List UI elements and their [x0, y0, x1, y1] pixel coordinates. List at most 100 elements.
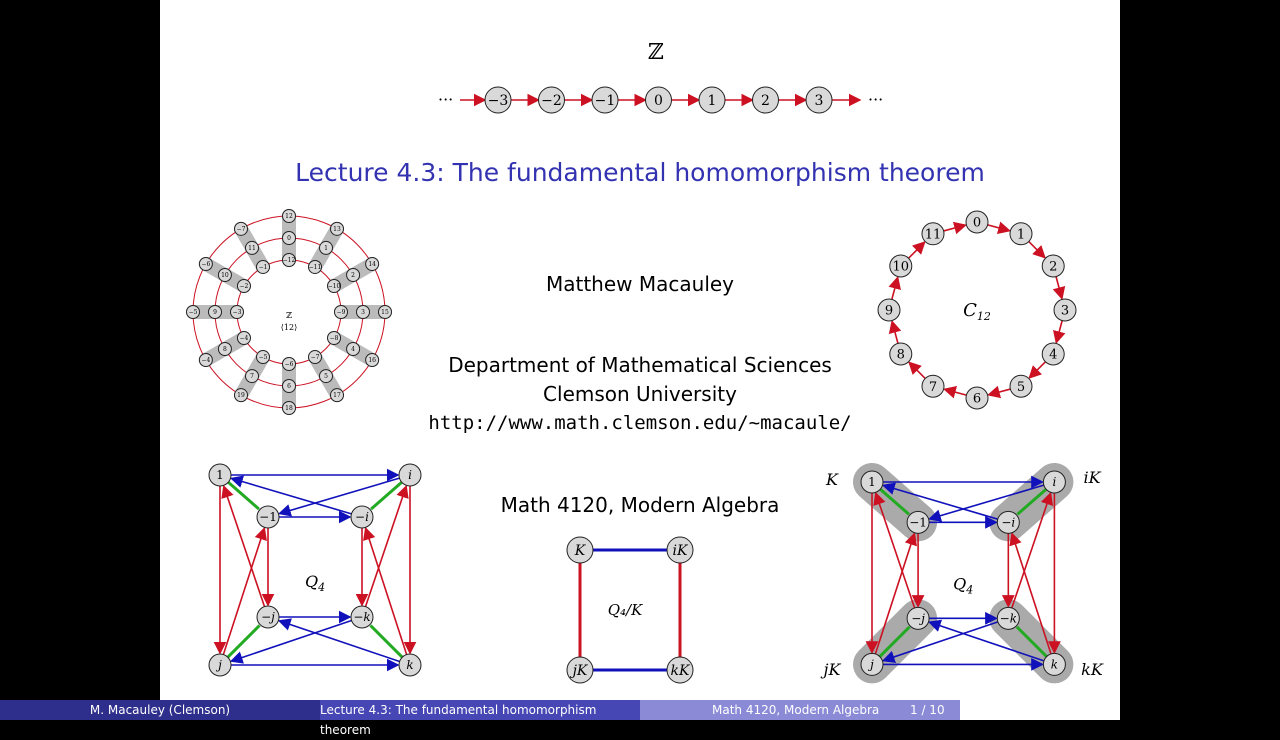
svg-text:−7: −7: [237, 226, 246, 233]
q4-node: −1: [906, 510, 930, 534]
svg-text:0: 0: [654, 93, 663, 109]
zq-node: 5: [319, 369, 333, 384]
zq-node: 9: [208, 305, 222, 319]
edge: [1011, 491, 1054, 609]
svg-text:−k: −k: [1000, 612, 1017, 626]
zq-node: −6: [198, 257, 213, 271]
edge: [873, 491, 916, 609]
svg-text:−1: −1: [259, 510, 277, 524]
footer-course: Math 4120, Modern Algebra: [712, 703, 880, 717]
zq-node: 12: [282, 209, 296, 223]
edge: [1053, 320, 1066, 344]
svg-text:2: 2: [351, 272, 355, 279]
coset-label: kK: [1081, 660, 1104, 679]
c12-node: 7: [921, 374, 945, 398]
c12-label: C12: [963, 300, 991, 323]
svg-text:3: 3: [815, 93, 824, 109]
svg-text:11: 11: [248, 245, 256, 252]
svg-text:−5: −5: [259, 354, 268, 361]
svg-text:15: 15: [381, 309, 389, 316]
zq-node: 13: [330, 221, 344, 236]
edge: [277, 618, 400, 663]
slide-title: Lecture 4.3: The fundamental homomorphis…: [295, 158, 985, 187]
zq-node: −12: [282, 253, 296, 267]
z-node: 0: [645, 86, 672, 114]
q4-label: Q4: [953, 575, 973, 597]
edge: [277, 477, 400, 517]
z-node: 3: [805, 86, 833, 114]
q4-node: −i: [996, 510, 1020, 534]
edge: [229, 475, 352, 515]
svg-text:j: j: [215, 658, 222, 672]
q4k-node: K: [566, 536, 594, 564]
q4-node: 1: [208, 463, 232, 487]
edge: [874, 532, 918, 655]
svg-text:8: 8: [897, 348, 905, 363]
q4-node: −k: [996, 606, 1020, 630]
c12-node: 3: [1053, 298, 1077, 322]
zq-node: −11: [308, 259, 322, 274]
zq-node: −7: [234, 221, 248, 236]
svg-text:k: k: [1051, 658, 1058, 672]
footer-right: Math 4120, Modern Algebra 1 / 10: [640, 700, 960, 720]
q4k-node: kK: [666, 656, 694, 684]
svg-text:0: 0: [973, 216, 981, 231]
svg-text:5: 5: [1017, 380, 1025, 395]
svg-text:2: 2: [1049, 260, 1057, 275]
svg-text:1: 1: [708, 93, 717, 109]
coset-label: K: [825, 470, 839, 489]
svg-text:13: 13: [333, 226, 341, 233]
zq-node: 18: [282, 401, 296, 415]
q4-node: k: [398, 653, 422, 677]
z-node: 1: [698, 86, 726, 114]
svg-text:j: j: [867, 658, 874, 672]
svg-text:−12: −12: [283, 257, 296, 264]
z-node: −2: [538, 86, 565, 114]
svg-text:−7: −7: [311, 354, 320, 361]
q4-node: −i: [350, 505, 374, 529]
university: Clemson University: [543, 382, 737, 406]
q4-node: −j: [906, 606, 930, 630]
q4-node: j: [208, 653, 232, 677]
q4k-node: iK: [666, 536, 694, 564]
edge: [888, 276, 901, 300]
svg-text:7: 7: [929, 380, 937, 395]
svg-text:2: 2: [761, 93, 770, 109]
svg-text:16: 16: [368, 357, 376, 364]
svg-text:1: 1: [216, 468, 224, 482]
edge: [363, 526, 408, 655]
coset-label: iK: [1083, 468, 1101, 487]
svg-text:1: 1: [324, 245, 328, 252]
svg-text:3: 3: [361, 309, 365, 316]
zq-node: 10: [217, 268, 232, 282]
zq-node: 15: [378, 305, 392, 319]
c12-node: 2: [1041, 254, 1065, 278]
edge: [987, 385, 1011, 399]
edge: [881, 482, 998, 520]
svg-text:i: i: [408, 468, 412, 482]
svg-text:−3: −3: [488, 93, 509, 109]
zq-node: 16: [365, 353, 380, 367]
svg-text:−6: −6: [201, 261, 210, 268]
q4-node: −1: [256, 505, 280, 529]
svg-text:−1: −1: [909, 516, 927, 530]
svg-text:−1: −1: [259, 264, 268, 271]
zq-node: 1: [319, 240, 333, 255]
q4-node: j: [860, 652, 884, 676]
svg-text:−j: −j: [911, 612, 925, 626]
svg-text:4: 4: [1049, 348, 1057, 363]
c12-node: 6: [965, 386, 989, 410]
edge: [369, 624, 404, 659]
zq-node: −7: [308, 350, 322, 365]
zq-node: −9: [334, 305, 348, 319]
zq-node: −2: [236, 279, 251, 293]
svg-text:−2: −2: [240, 283, 249, 290]
svg-text:−11: −11: [309, 264, 322, 271]
zq-node: −4: [198, 353, 213, 367]
homepage-link[interactable]: http://www.math.clemson.edu/~macaule/: [428, 412, 852, 434]
